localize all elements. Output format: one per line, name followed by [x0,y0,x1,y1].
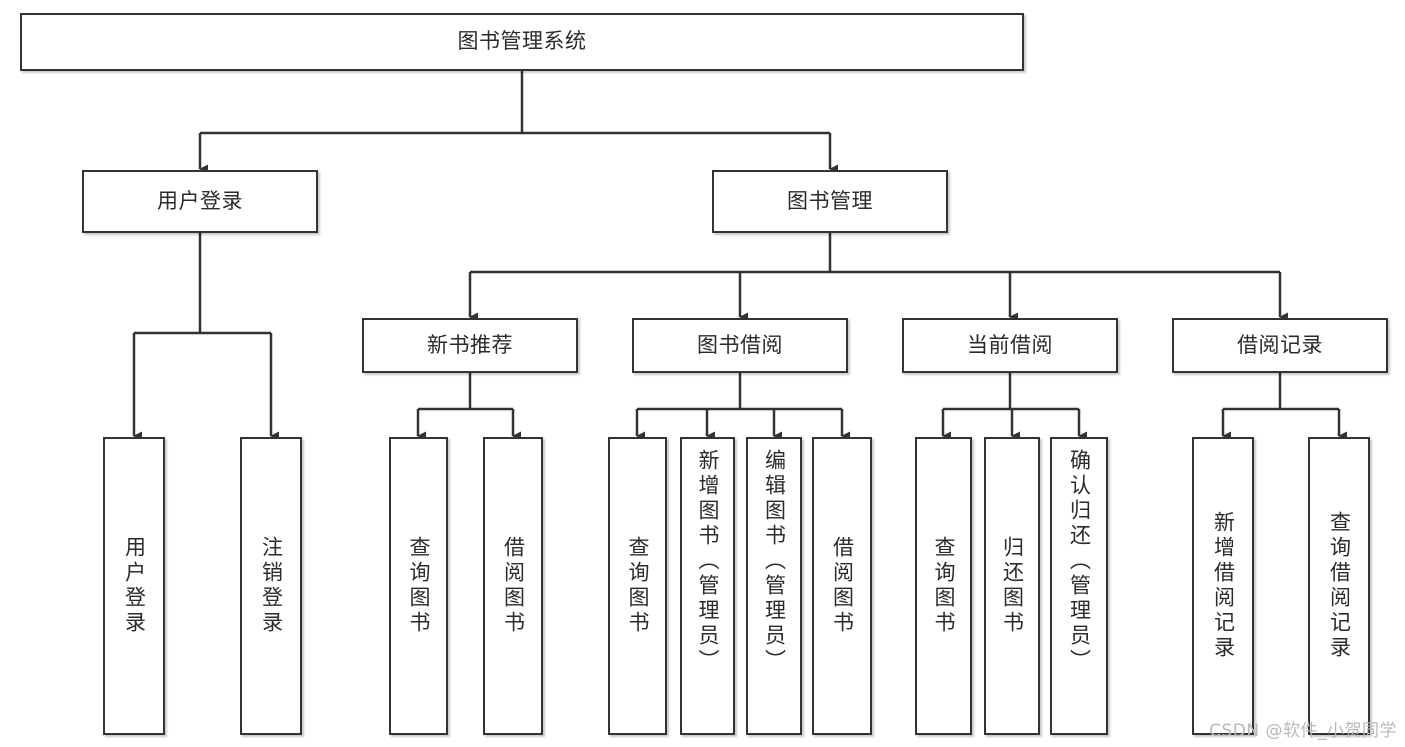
node-leaf-borrow-book-rec[interactable]: 借阅图书 [483,437,543,735]
node-label: 用户登录 [122,536,147,636]
node-label: 图书管理系统 [457,29,587,54]
connector-group [132,71,1347,441]
node-label: 确认归还（管理员） [1067,449,1092,674]
node-label: 查询借阅记录 [1327,511,1352,661]
node-label: 查询图书 [932,536,956,636]
node-label: 借阅图书 [501,536,526,636]
node-label: 新书推荐 [427,332,513,357]
node-user-login[interactable]: 用户登录 [82,170,318,233]
node-label: 新增图书（管理员） [696,449,720,674]
node-root[interactable]: 图书管理系统 [20,13,1024,71]
node-borrow-record[interactable]: 借阅记录 [1172,318,1388,373]
node-leaf-add-book[interactable]: 新增图书（管理员） [680,437,735,735]
node-current-borrow[interactable]: 当前借阅 [902,318,1118,373]
node-leaf-return-book[interactable]: 归还图书 [984,437,1040,735]
node-label: 查询图书 [407,536,431,636]
node-label: 借阅记录 [1237,332,1323,357]
node-leaf-edit-book[interactable]: 编辑图书（管理员） [746,437,802,735]
node-book-borrow[interactable]: 图书借阅 [632,318,848,373]
node-leaf-query-book-borrow[interactable]: 查询图书 [608,437,667,735]
node-label: 查询图书 [626,536,650,636]
node-label: 注销登录 [259,536,284,636]
node-label: 图书借阅 [697,332,783,357]
node-label: 图书管理 [787,188,873,213]
node-leaf-add-record[interactable]: 新增借阅记录 [1192,437,1254,735]
node-label: 借阅图书 [830,536,855,636]
node-leaf-borrow-book[interactable]: 借阅图书 [812,437,872,735]
node-label: 编辑图书（管理员） [762,449,787,674]
node-new-book-rec[interactable]: 新书推荐 [362,318,578,373]
node-label: 用户登录 [157,188,243,213]
node-leaf-query-book-rec[interactable]: 查询图书 [389,437,448,735]
node-leaf-query-book-cur[interactable]: 查询图书 [915,437,972,735]
node-leaf-query-record[interactable]: 查询借阅记录 [1308,437,1370,735]
node-leaf-confirm-return[interactable]: 确认归还（管理员） [1050,437,1108,735]
node-label: 归还图书 [1000,536,1025,636]
node-label: 新增借阅记录 [1211,511,1236,661]
node-label: 当前借阅 [967,332,1053,357]
node-leaf-user-login[interactable]: 用户登录 [103,437,165,735]
node-book-manage[interactable]: 图书管理 [712,170,948,233]
node-leaf-user-logout[interactable]: 注销登录 [240,437,302,735]
